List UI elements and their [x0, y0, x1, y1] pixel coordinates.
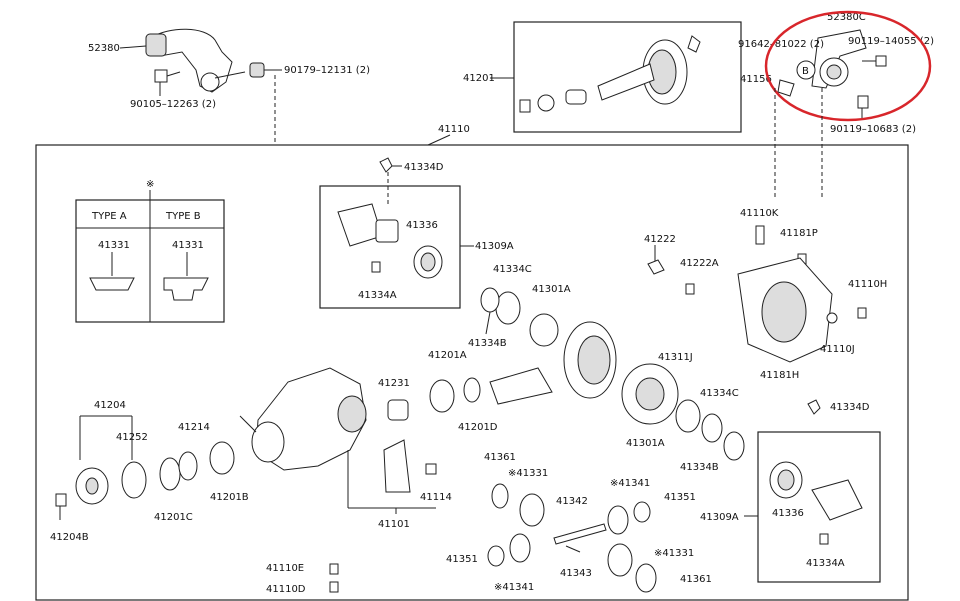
label-91642: 91642–81022 (2)	[738, 39, 824, 50]
label-41201B: 41201B	[210, 492, 249, 503]
label-41343: 41343	[560, 568, 592, 579]
label-41334C-r: 41334C	[700, 388, 739, 399]
label-41110E: 41110E	[266, 563, 304, 574]
label-41181H: 41181H	[760, 370, 799, 381]
label-41204: 41204	[94, 400, 126, 411]
label-41201: 41201	[463, 73, 495, 84]
label-41334B-top: 41334B	[468, 338, 507, 349]
label-41114: 41114	[420, 492, 452, 503]
label-90119-14055: 90119–14055 (2)	[848, 36, 934, 47]
label-41342: 41342	[556, 496, 588, 507]
label-41341-a: ※41341	[610, 478, 650, 489]
label-41351-a: 41351	[664, 492, 696, 503]
table-star: ※	[146, 179, 154, 190]
label-41334D-top: 41334D	[404, 162, 444, 173]
label-41110H: 41110H	[848, 279, 887, 290]
label-41331-b: ※41331	[654, 548, 694, 559]
bracket-41101: 41101 41114	[347, 439, 452, 530]
label-41336-top: 41336	[406, 220, 438, 231]
label-41201D: 41201D	[458, 422, 498, 433]
label-41181P: 41181P	[780, 228, 818, 239]
bottom-center-parts: 41361 ※41331 41342 ※41341 41351 41351 41…	[266, 452, 712, 595]
label-41231: 41231	[378, 378, 410, 389]
label-41331-a: ※41331	[508, 468, 548, 479]
type-b-header: TYPE B	[165, 211, 201, 222]
label-41252: 41252	[116, 432, 148, 443]
gear-set-41201-box: 41201	[463, 21, 742, 133]
label-90105: 90105–12263 (2)	[130, 99, 216, 110]
red-highlight-circle	[764, 10, 932, 122]
label-41334C-top: 41334C	[493, 264, 532, 275]
type-a-header: TYPE A	[91, 211, 127, 222]
label-41110D: 41110D	[266, 584, 306, 595]
label-41311J: 41311J	[658, 352, 693, 363]
label-41361-a: 41361	[484, 452, 516, 463]
label-41222: 41222	[644, 234, 676, 245]
label-41156: 41156	[740, 74, 772, 85]
bracket-52380-group: 52380 90105–12263 (2) 90179–12131 (2)	[88, 28, 370, 145]
label-41309A-r: 41309A	[700, 512, 739, 523]
label-90119-10683: 90119–10683 (2)	[830, 124, 916, 135]
label-41309A-top: 41309A	[475, 241, 514, 252]
type-a-part: 41331	[98, 240, 130, 251]
label-41334A-top: 41334A	[358, 290, 397, 301]
left-flange-set: 41204 41252 41214 41201B 41201C 41204B	[50, 400, 249, 543]
flange-41309A-box: 41309A 41336 41334A 41334D	[319, 157, 514, 309]
label-41204B: 41204B	[50, 532, 89, 543]
label-41361-b: 41361	[680, 574, 712, 585]
label-41334A-r: 41334A	[806, 558, 845, 569]
label-41351-b: 41351	[446, 554, 478, 565]
support-52380C-group: 52380C 91642–81022 (2) 41156 B 90119–140…	[738, 10, 934, 200]
label-41110J: 41110J	[820, 344, 855, 355]
label-41334D-r: 41334D	[830, 402, 870, 413]
label-41334B-r: 41334B	[680, 462, 719, 473]
rear-cover-group: 41110K 41181P 41181H 41110H 41110J	[737, 208, 887, 381]
label-41101: 41101	[378, 519, 410, 530]
diff-carrier-housing	[239, 367, 367, 471]
label-41222A: 41222A	[680, 258, 719, 269]
main-assembly-frame	[35, 144, 909, 601]
label-90179: 90179–12131 (2)	[284, 65, 370, 76]
right-mid-parts: 41334C 41301A 41334B	[626, 388, 745, 473]
label-41201C: 41201C	[154, 512, 193, 523]
label-41301A-r: 41301A	[626, 438, 665, 449]
label-41341-b: ※41341	[494, 582, 534, 593]
label-41110K: 41110K	[740, 208, 779, 219]
pinion-ring-gear: 41222 41222A 41311J	[489, 234, 719, 425]
label-B-marker: B	[802, 66, 809, 77]
label-41110: 41110	[438, 124, 470, 135]
label-52380: 52380	[88, 43, 120, 54]
label-52380C: 52380C	[827, 12, 866, 23]
type-b-part: 41331	[172, 240, 204, 251]
label-41214: 41214	[178, 422, 210, 433]
label-41301A-top: 41301A	[532, 284, 571, 295]
type-table: ※ TYPE A TYPE B 41331 41331	[75, 179, 225, 323]
center-top-parts: 41334C 41301A 41334B	[468, 264, 571, 349]
left-center-parts: 41201A 41231 41201D	[378, 350, 498, 433]
label-41201A: 41201A	[428, 350, 467, 361]
flange-41309A-box-right: 41334D 41336 41309A 41334A	[700, 399, 881, 583]
label-41336-r: 41336	[772, 508, 804, 519]
